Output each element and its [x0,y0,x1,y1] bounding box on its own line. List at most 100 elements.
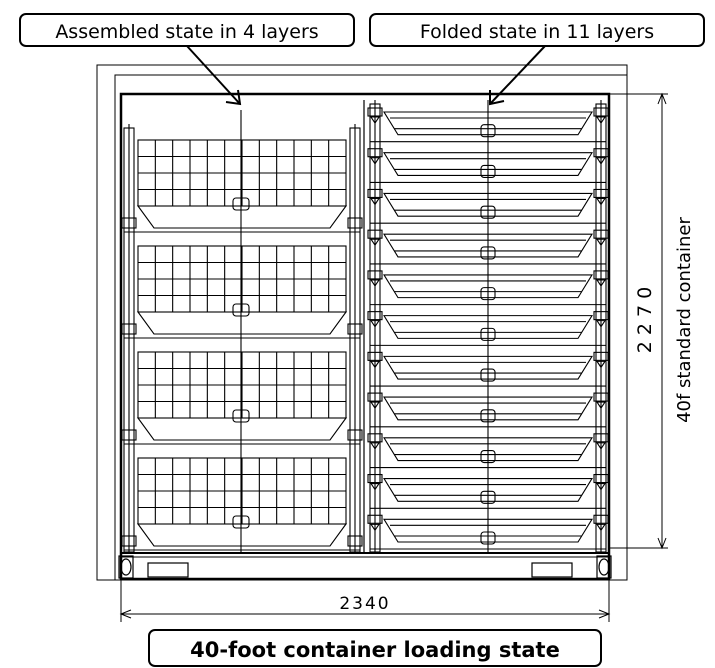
folded-label: Folded state in 11 layers [420,21,654,43]
folded-post-joint [593,188,609,199]
folded-post-marker [369,523,381,532]
folded-crate-panel [383,152,593,177]
assembled-crate-base [136,417,348,441]
assembled-post-joint [121,323,137,335]
folded-label-frame [369,13,705,47]
folded-crate-lug [480,327,496,341]
folded-post-marker [595,360,607,369]
folded-post-marker [369,482,381,491]
folded-crate-layer [367,148,609,184]
folded-post-joint [367,270,383,280]
folded-label-box: Folded state in 11 layers [369,13,705,47]
assembled-crate-lug [232,515,250,529]
assembled-crate-layer [121,245,363,339]
folded-crate-panel [383,111,593,136]
folded-crate-lug [480,246,496,260]
height-dimension [610,92,668,550]
folded-crate-lug [480,531,496,545]
folded-post-joint [593,433,609,443]
folded-post-joint [593,392,609,402]
folded-crate-panel [383,192,593,217]
folded-crate-layer [367,392,609,428]
folded-post-marker [595,157,607,165]
assembled-post-joint [347,323,363,335]
assembled-crate-lug [232,409,250,423]
folded-post-joint [367,107,383,117]
folded-post-marker [369,320,381,328]
folded-crate-lug [480,124,496,138]
folded-crate-lug [480,164,496,179]
caption-frame [148,629,602,667]
folded-post-marker [369,157,381,165]
folded-crate-panel [383,274,593,299]
folded-post-joint [593,107,609,117]
width-dimension [119,580,611,622]
assembled-crate-base [136,311,348,335]
folded-crate-layer [367,311,609,346]
assembled-post-joint [121,429,137,441]
assembled-post-joint [347,535,363,547]
folded-post-marker [595,279,607,287]
assembled-post-joint [347,217,363,229]
assembled-crate-lug [232,303,250,317]
folded-post-joint [593,473,609,484]
assembled-post-joint [121,217,137,229]
assembled-crate-base [136,523,348,547]
assembled-label: Assembled state in 4 layers [55,21,318,43]
folded-crate-lug [480,409,496,423]
folded-post-marker [369,360,381,369]
folded-post-marker [595,197,607,206]
folded-post-joint [367,392,383,402]
folded-post-marker [369,442,381,450]
assembled-crate-stack [121,110,363,553]
folded-crate-lug [480,287,496,301]
folded-post-marker [595,442,607,450]
assembled-label-box: Assembled state in 4 layers [19,13,355,47]
folded-crate-panel [383,437,593,462]
width-dimension-value: 2340 [339,594,390,614]
folded-crate-panel [383,315,593,339]
folded-post-marker [595,238,607,247]
folded-crate-panel [383,518,593,543]
folded-crate-layer [367,514,609,550]
folded-post-joint [593,514,609,524]
folded-crate-layer [367,107,609,143]
folded-post-joint [593,311,609,321]
container-side-caption: 40f standard container [674,217,695,423]
folded-post-joint [593,229,609,239]
assembled-post-joint [121,535,137,547]
assembled-crate-layer [121,139,363,233]
folded-post-marker [369,401,381,410]
assembled-crate-lug [232,197,250,211]
folded-crate-layer [367,351,609,387]
folded-crate-layer [367,473,609,509]
folded-post-joint [367,351,383,361]
folded-post-marker [595,320,607,328]
folded-post-marker [369,197,381,206]
folded-crate-lug [480,205,496,219]
folded-post-joint [593,351,609,361]
folded-crate-panel [383,477,593,502]
assembled-post-joint [347,429,363,441]
folded-crate-panel [383,355,593,380]
folded-post-marker [595,401,607,410]
caption-box: 40-foot container loading state [148,629,602,667]
container-frame [96,64,628,581]
folded-post-joint [593,270,609,280]
folded-post-joint [593,148,609,158]
folded-post-marker [369,116,381,124]
folded-crate-layer [367,433,609,469]
folded-post-joint [367,229,383,239]
folded-post-joint [367,473,383,484]
folded-crate-lug [480,368,496,382]
container-base [118,555,612,579]
folded-crate-panel [383,233,593,258]
folded-post-joint [367,514,383,524]
height-dimension-value: 2 2 7 0 [634,287,656,353]
folded-post-marker [595,523,607,532]
folded-post-joint [367,188,383,199]
folded-post-marker [369,238,381,247]
assembled-crate-layer [121,457,363,551]
folded-post-joint [367,311,383,321]
